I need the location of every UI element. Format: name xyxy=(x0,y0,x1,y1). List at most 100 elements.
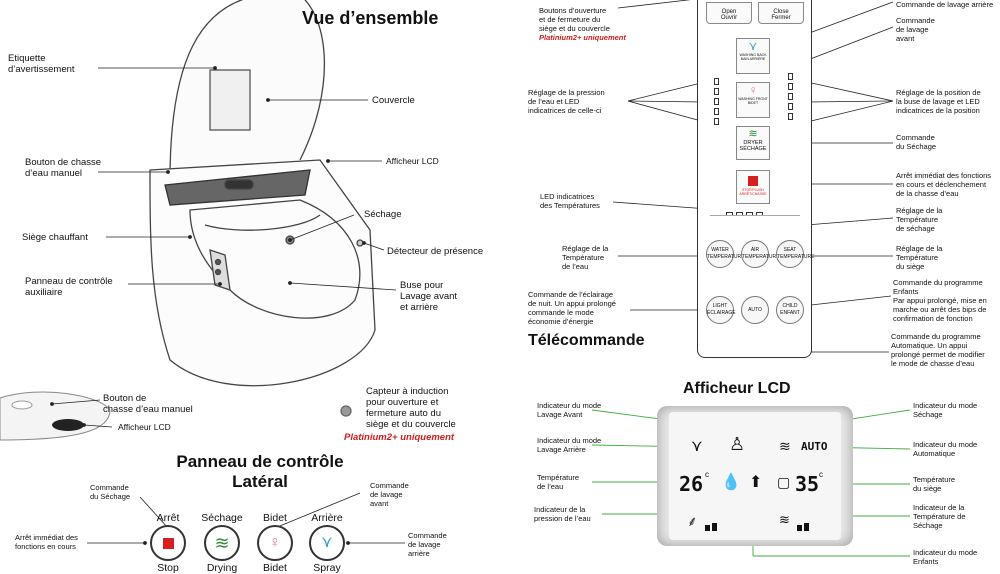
warning-label: Etiquette d’avertissement xyxy=(8,53,75,75)
auto-button[interactable]: AUTO xyxy=(741,296,769,324)
overview-title: Vue d’ensemble xyxy=(302,8,439,28)
child-annotation: Commande du programme Enfants Par appui … xyxy=(893,278,987,323)
lcd-screen: ♙ ⋎ ≋ AUTO 26 c 💧 ⬆ ▢ 35 c ⸙ ≋ xyxy=(669,412,841,540)
drying-cmd-label: Commande du Séchage xyxy=(90,483,131,501)
stop-flush-label: STOP/FLUSH ARRÊT/CHASSE xyxy=(739,188,767,196)
bidet-button-label: Bidet xyxy=(263,512,287,524)
rear-wash-label: WASHING BACK BAIN ARRIÈRE xyxy=(739,53,767,61)
front-wash-button[interactable]: ♀ WASHING FRONT BIDET xyxy=(736,82,770,118)
pressure-annotation: Réglage de la pression de l’eau et LED i… xyxy=(528,88,605,115)
heated-seat-label: Siège chauffant xyxy=(22,232,88,243)
nozzle-label: Buse pour Lavage avant et arrière xyxy=(400,280,458,313)
front-wash-icon: ♀ xyxy=(748,83,758,97)
toilet-drawing xyxy=(149,0,376,417)
open-button-label: Open Ouvrir xyxy=(720,9,738,21)
bidet-icon: ♀ xyxy=(269,534,281,551)
lcd-seat-temp-annotation: Température du siège xyxy=(913,475,956,493)
drying-button-sub: Drying xyxy=(206,562,238,574)
side-panel-title: Panneau de contrôle Latéral xyxy=(176,452,344,491)
auto-annotation: Commande du programme Automatique. Un ap… xyxy=(891,332,985,368)
induction-label: Capteur à induction pour ouverture et fe… xyxy=(366,386,456,430)
front-wash-annotation: Commande de lavage avant xyxy=(896,16,935,43)
rear-button-label: Arrière xyxy=(311,512,343,524)
air-temp-button[interactable]: AIR TEMPERATURE xyxy=(741,240,779,268)
rear-wash-mode-icon: ⋎ xyxy=(691,438,703,455)
lcd-title: Afficheur LCD xyxy=(683,380,791,397)
stop-button-label: Arrêt xyxy=(156,512,180,524)
remote-divider xyxy=(710,215,800,216)
remote-title: Télécommande xyxy=(528,332,645,349)
light-button[interactable]: LIGHT ÉCLAIRAGE xyxy=(706,296,736,324)
stop-all-label: Arrêt immédiat des fonctions en cours xyxy=(15,533,78,551)
stop-icon xyxy=(162,537,174,549)
open-button[interactable]: Open Ouvrir xyxy=(706,2,752,24)
seat-temp-annotation: Réglage de la Température du siège xyxy=(896,244,943,271)
water-drop-icon: 💧 xyxy=(721,474,741,491)
presence-label: Détecteur de présence xyxy=(387,246,484,257)
remote-control: Open Ouvrir Close Fermer ⋎ WASHING BACK … xyxy=(697,0,814,358)
position-annotation: Réglage de la position de la buse de lav… xyxy=(896,88,981,115)
drying-wave-icon: ≋ xyxy=(214,533,230,553)
temp-leds xyxy=(726,203,763,221)
bidet-button-sub: Bidet xyxy=(263,562,287,574)
night-light-annotation: Commande de l’éclairage de nuit. Un appu… xyxy=(528,290,616,326)
drying-button[interactable]: ≋ xyxy=(204,525,240,561)
water-temp-button[interactable]: WATER TEMPERATURE xyxy=(706,240,744,268)
drying-mode-icon: ≋ xyxy=(779,438,791,454)
stop-flush-button[interactable]: STOP/FLUSH ARRÊT/CHASSE xyxy=(736,170,770,204)
bidet-button[interactable]: ♀ xyxy=(257,525,293,561)
rear-button-sub: Spray xyxy=(313,562,341,574)
rear-wash-button[interactable]: ⋎ WASHING BACK BAIN ARRIÈRE xyxy=(736,38,770,74)
temp-leds-annotation: LED indicatrices des Températures xyxy=(540,192,600,210)
pressure-bars xyxy=(705,518,717,536)
front-wash-label: WASHING FRONT BIDET xyxy=(738,97,768,105)
auto-mode-indicator: AUTO xyxy=(801,440,828,453)
dry-temp-annotation: Réglage de la Température de séchage xyxy=(896,206,943,233)
lcd-rear-mode-annotation: Indicateur du mode Lavage Arrière xyxy=(537,436,602,454)
stop-flush-icon xyxy=(748,176,758,186)
dryer-button[interactable]: ≋ DRYER SÉCHAGE xyxy=(736,126,770,160)
inset-flush-label: Bouton de chasse d’eau manuel xyxy=(103,393,193,415)
inset-drawing xyxy=(0,391,111,441)
lcd-display: ♙ ⋎ ≋ AUTO 26 c 💧 ⬆ ▢ 35 c ⸙ ≋ xyxy=(657,406,853,546)
front-wash-cmd-label: Commande de lavage avant xyxy=(370,481,409,508)
dry-temp-bars xyxy=(797,518,809,536)
lcd-front-mode-annotation: Indicateur du mode Lavage Avant xyxy=(537,401,602,419)
close-button-label: Close Fermer xyxy=(771,9,791,21)
dry-temp-icon: ≋ xyxy=(779,512,790,527)
lcd-dry-temp-annotation: Indicateur de la Température de Séchage xyxy=(913,503,966,530)
aux-panel-label: Panneau de contrôle auxiliaire xyxy=(25,276,113,298)
stop-button-sub: Stop xyxy=(157,562,179,574)
front-wash-mode-icon: ♙ xyxy=(729,434,746,454)
drying-label: Séchage xyxy=(364,209,402,220)
rear-button[interactable]: ⋎ xyxy=(309,525,345,561)
dryer-icon: ≋ xyxy=(748,128,758,140)
inset-lcd-label: Afficheur LCD xyxy=(118,422,171,432)
close-button[interactable]: Close Fermer xyxy=(758,2,804,24)
dryer-label: DRYER SÉCHAGE xyxy=(739,140,767,152)
pressure-icon: ⸙ xyxy=(687,513,698,529)
seat-icon: ▢ xyxy=(777,474,791,490)
water-temp-value: 26 xyxy=(679,472,704,496)
stop-button[interactable] xyxy=(150,525,186,561)
lcd-auto-mode-annotation: Indicateur du mode Automatique xyxy=(913,440,978,458)
open-close-label: Boutons d’ouverture et de fermeture du s… xyxy=(539,6,610,33)
celsius-icon: c xyxy=(705,470,709,479)
drying-annotation: Commande du Séchage xyxy=(896,133,937,151)
drying-button-label: Séchage xyxy=(201,512,243,524)
spray-icon: ⋎ xyxy=(321,534,333,551)
lcd-label: Afficheur LCD xyxy=(386,156,439,166)
flush-button-label: Bouton de chasse d’eau manuel xyxy=(25,157,102,179)
seat-temp-value: 35 xyxy=(795,472,820,496)
child-button[interactable]: CHILD ENFANT xyxy=(776,296,804,324)
celsius-icon-2: c xyxy=(819,470,823,479)
rear-wash-annotation: Commande de lavage arrière xyxy=(896,0,994,9)
lcd-pressure-annotation: Indicateur de la pression de l’eau xyxy=(534,505,591,523)
lcd-child-mode-annotation: Indicateur du mode Enfants xyxy=(913,548,978,566)
child-mode-icon: ⬆ xyxy=(749,474,763,491)
water-temp-annotation: Réglage de la Température de l’eau xyxy=(562,244,609,271)
pressure-leds xyxy=(714,78,720,125)
lid-label: Couvercle xyxy=(372,95,415,106)
stop-annotation: Arrêt immédiat des fonctions en cours et… xyxy=(896,171,992,198)
seat-temp-button[interactable]: SEAT TEMPERATURE xyxy=(776,240,814,268)
